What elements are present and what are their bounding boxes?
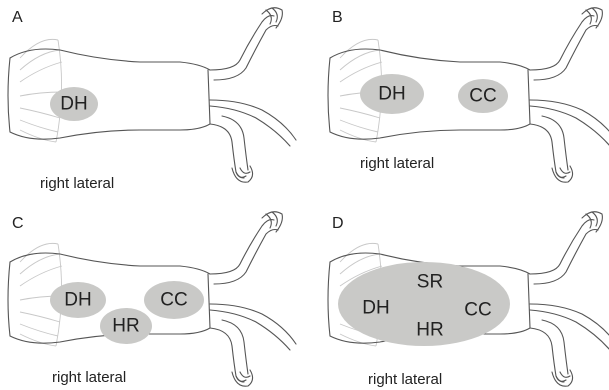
region-label-cc: CC xyxy=(160,290,187,311)
region-label-sr: SR xyxy=(417,272,443,293)
region-label-cc: CC xyxy=(469,86,496,107)
panel-letter: D xyxy=(332,215,344,232)
panel-caption: right lateral xyxy=(360,155,434,172)
region-label-dh: DH xyxy=(378,84,405,105)
panel-a: A DH right lateral xyxy=(8,8,296,192)
panel-b: B DH CC right lateral xyxy=(328,8,609,182)
region-label-dh: DH xyxy=(64,290,91,311)
panel-caption: right lateral xyxy=(368,371,442,388)
panel-caption: right lateral xyxy=(52,369,126,386)
region-label-dh: DH xyxy=(60,94,87,115)
panel-d: D SR DH HR CC right lateral xyxy=(328,212,609,388)
region-label-hr: HR xyxy=(112,316,139,337)
panel-letter: B xyxy=(332,9,343,26)
panel-letter: C xyxy=(12,215,24,232)
region-label-dh: DH xyxy=(362,298,389,319)
region-label-hr: HR xyxy=(416,320,443,341)
panel-letter: A xyxy=(12,9,23,26)
panel-c: C DH HR CC right lateral xyxy=(8,212,296,386)
region-label-cc: CC xyxy=(464,300,491,321)
panel-caption: right lateral xyxy=(40,175,114,192)
